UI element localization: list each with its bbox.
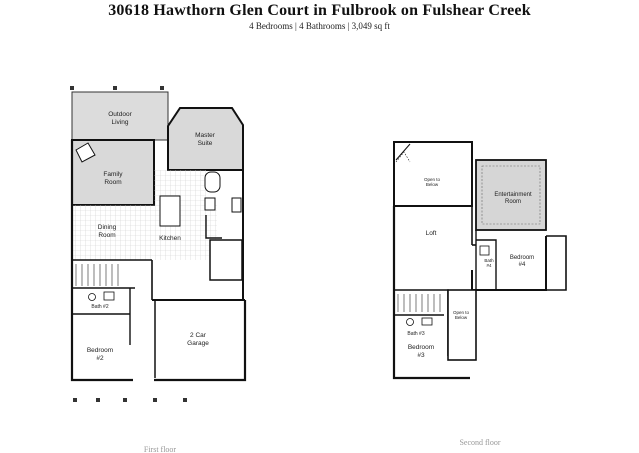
first-floor-caption: First floor — [144, 445, 177, 453]
page-title: 30618 Hawthorn Glen Court in Fulbrook on… — [108, 2, 531, 19]
room-label-bath2: Bath #2 — [91, 304, 108, 310]
entertainment-room-area — [475, 159, 547, 231]
first-floor-plan — [70, 86, 247, 402]
master-suite-area — [167, 107, 244, 171]
room-label-bedroom2: Bedroom#2 — [87, 347, 113, 362]
room-label-kitchen: Kitchen — [159, 235, 181, 242]
dining-kitchen-area — [72, 205, 217, 260]
porch-posts-bottom — [73, 398, 187, 402]
second-floor-plan — [392, 141, 567, 380]
room-label-bedroom4: Bedroom#4 — [510, 255, 534, 268]
room-label-bedroom3: Bedroom#3 — [408, 344, 434, 359]
porch-posts-top — [70, 86, 164, 90]
page-subtitle: 4 Bedrooms | 4 Bathrooms | 3,049 sq ft — [249, 21, 390, 31]
room-label-bath3: Bath #3 — [407, 331, 424, 337]
room-label-loft: Loft — [426, 230, 437, 237]
second-floor-caption: Second floor — [459, 438, 500, 447]
room-label-bath4: Bath#4 — [484, 258, 494, 268]
outdoor-living-area — [71, 91, 169, 141]
